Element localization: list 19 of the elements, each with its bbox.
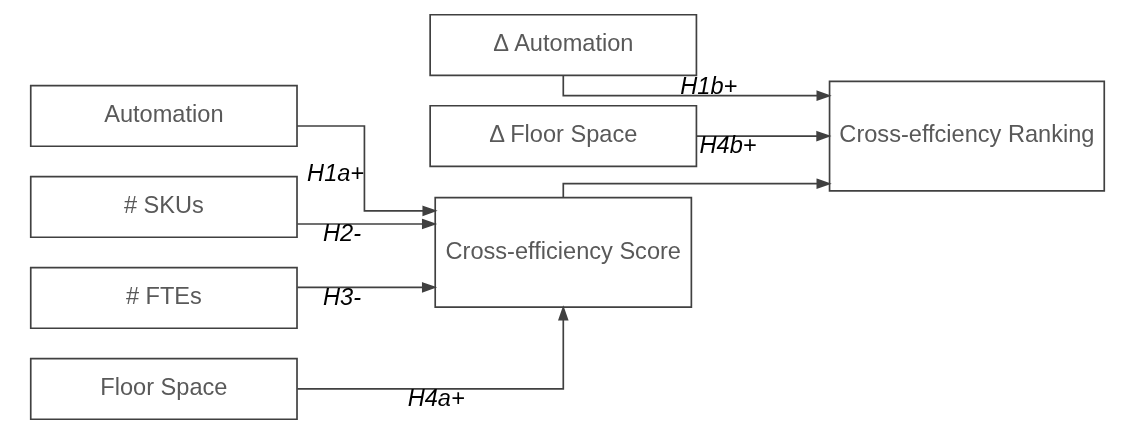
edge-label: H3- bbox=[322, 283, 361, 310]
edge-label: H4b+ bbox=[699, 132, 757, 159]
node-box: Floor Space bbox=[29, 357, 298, 421]
edge-label: H1a+ bbox=[306, 160, 364, 187]
arrow bbox=[296, 218, 437, 230]
node-box: Cross-efficiency Score bbox=[433, 196, 692, 308]
edge-label: H4a+ bbox=[407, 385, 465, 412]
arrow bbox=[695, 130, 831, 142]
node-box: Automation bbox=[29, 84, 298, 148]
node-box: # SKUs bbox=[29, 175, 298, 239]
arrow bbox=[295, 125, 438, 217]
node-box: Δ Automation bbox=[428, 13, 697, 77]
arrow bbox=[561, 74, 832, 101]
arrow bbox=[296, 282, 437, 293]
node-box: Cross-effciency Ranking bbox=[828, 80, 1105, 192]
edge-label: H2- bbox=[322, 220, 361, 247]
arrow bbox=[296, 305, 569, 390]
node-box: Δ Floor Space bbox=[428, 104, 697, 168]
node-box: # FTEs bbox=[29, 266, 298, 330]
